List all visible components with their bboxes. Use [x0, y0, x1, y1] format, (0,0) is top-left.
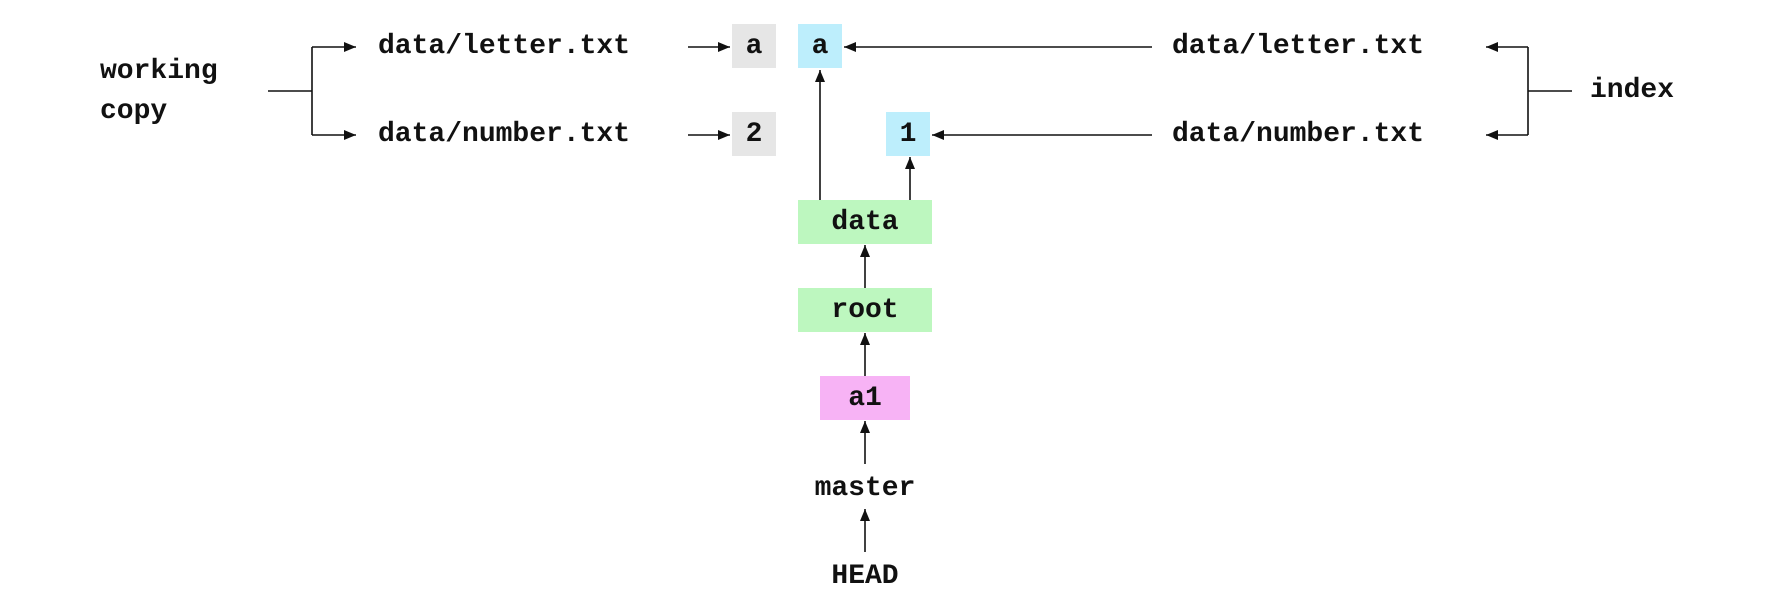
- index-bracket: [1527, 47, 1572, 135]
- index-letter-path: data/letter.txt: [1172, 31, 1425, 62]
- index-number-path: data/number.txt: [1172, 119, 1425, 150]
- working-number-path: data/number.txt: [378, 119, 631, 150]
- working-letter-path: data/letter.txt: [378, 31, 631, 62]
- letter-blob: a: [798, 24, 842, 68]
- number-blob: 1: [886, 112, 930, 156]
- working-number-content: 2: [732, 112, 776, 156]
- working-copy-label: working copy: [100, 52, 218, 132]
- index-label: index: [1590, 75, 1675, 106]
- working-copy-bracket: [268, 47, 313, 135]
- commit-a1: a1: [820, 376, 910, 420]
- data-tree: data: [798, 200, 932, 244]
- working-copy-label-line2: copy: [100, 96, 168, 127]
- head-ref: HEAD: [831, 560, 899, 592]
- master-ref: master: [814, 472, 916, 504]
- working-letter-content: a: [732, 24, 776, 68]
- working-copy-label-line1: working: [100, 56, 218, 87]
- root-tree: root: [798, 288, 932, 332]
